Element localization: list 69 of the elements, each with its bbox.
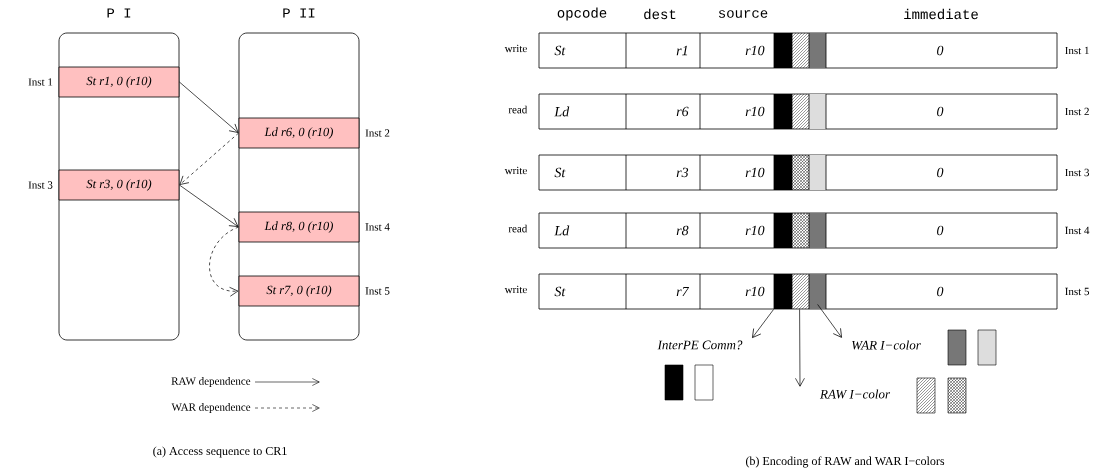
instruction-label: Inst 2 xyxy=(1065,107,1089,116)
instruction-row xyxy=(538,93,1058,130)
node-label: Ld xyxy=(554,225,570,236)
field-label: InterPE Comm? xyxy=(657,340,743,350)
caption: (a) Access sequence to CR1 xyxy=(153,446,287,458)
node-label: P I xyxy=(107,8,131,18)
instruction-label: Inst 4 xyxy=(365,223,390,231)
instruction-row xyxy=(538,212,1058,249)
column-header: source xyxy=(718,10,768,18)
access-label: write xyxy=(504,285,527,294)
node-label: r10 xyxy=(745,45,765,56)
node-label: P II xyxy=(283,8,315,18)
node-label: r7 xyxy=(676,286,690,297)
arrow xyxy=(179,81,239,133)
instruction-row: St r1 r10 0 xyxy=(554,32,944,69)
legend-entry: WAR dependence xyxy=(171,403,320,413)
node-label: r10 xyxy=(745,225,765,236)
arrow xyxy=(752,309,774,338)
legend-entry: RAW dependence xyxy=(171,377,320,387)
arrow xyxy=(795,309,805,387)
node-label: St xyxy=(554,286,566,297)
instruction-label: Inst 1 xyxy=(1065,46,1089,55)
access-label: write xyxy=(504,166,527,175)
instruction-row xyxy=(538,154,1058,191)
instruction-row xyxy=(538,32,1058,69)
instruction-row: St r3 r10 0 xyxy=(554,154,944,191)
node-label: 0 xyxy=(937,106,944,117)
instruction-entry: St r1, 0 (r10) xyxy=(58,66,180,98)
node-label: 0 xyxy=(937,225,944,236)
node-label: 0 xyxy=(937,167,944,178)
access-label: write xyxy=(504,44,527,53)
column-header: immediate xyxy=(904,8,978,20)
instruction-label: Inst 2 xyxy=(365,129,390,137)
arrow xyxy=(179,184,239,227)
instruction-row: Ld r6 r10 0 xyxy=(554,93,944,130)
node-label: Ld xyxy=(554,106,570,117)
node-label: r3 xyxy=(676,167,689,178)
node-label: 0 xyxy=(937,45,944,56)
column-header: dest xyxy=(644,8,676,20)
access-label: read xyxy=(508,224,528,233)
caption: (b) Encoding of RAW and WAR I−colors xyxy=(746,456,945,468)
node-label: r8 xyxy=(676,225,689,236)
instruction-entry: Ld r8, 0 (r10) xyxy=(238,211,360,243)
instruction-label: Inst 4 xyxy=(1065,226,1090,235)
field-label: RAW I−color xyxy=(819,389,891,399)
instruction-row: Ld r8 r10 0 xyxy=(554,212,944,249)
node-label: r6 xyxy=(676,106,689,117)
node-label: r10 xyxy=(745,167,765,178)
node-label: r1 xyxy=(676,45,688,56)
access-label: read xyxy=(508,105,528,114)
node-label: St xyxy=(554,45,566,56)
instruction-label: Inst 1 xyxy=(28,78,53,86)
instruction-label: Inst 3 xyxy=(1065,168,1090,177)
instruction-row xyxy=(538,273,1058,310)
node-label: 0 xyxy=(937,286,944,297)
field-label: WAR I−color xyxy=(852,340,921,350)
instruction-row: St r7 r10 0 xyxy=(554,273,944,310)
node-label: St xyxy=(554,167,566,178)
instruction-entry: St r3, 0 (r10) xyxy=(58,169,180,201)
arrow xyxy=(817,304,842,338)
node-label: r10 xyxy=(745,106,765,117)
instruction-entry: Ld r6, 0 (r10) xyxy=(238,117,360,149)
arrow xyxy=(179,132,239,185)
instruction-label: Inst 3 xyxy=(28,181,53,189)
instruction-entry: St r7, 0 (r10) xyxy=(238,275,360,307)
instruction-label: Inst 5 xyxy=(1065,287,1090,296)
node-label: r10 xyxy=(745,286,765,297)
instruction-label: Inst 5 xyxy=(365,287,390,295)
arrow xyxy=(209,226,239,297)
